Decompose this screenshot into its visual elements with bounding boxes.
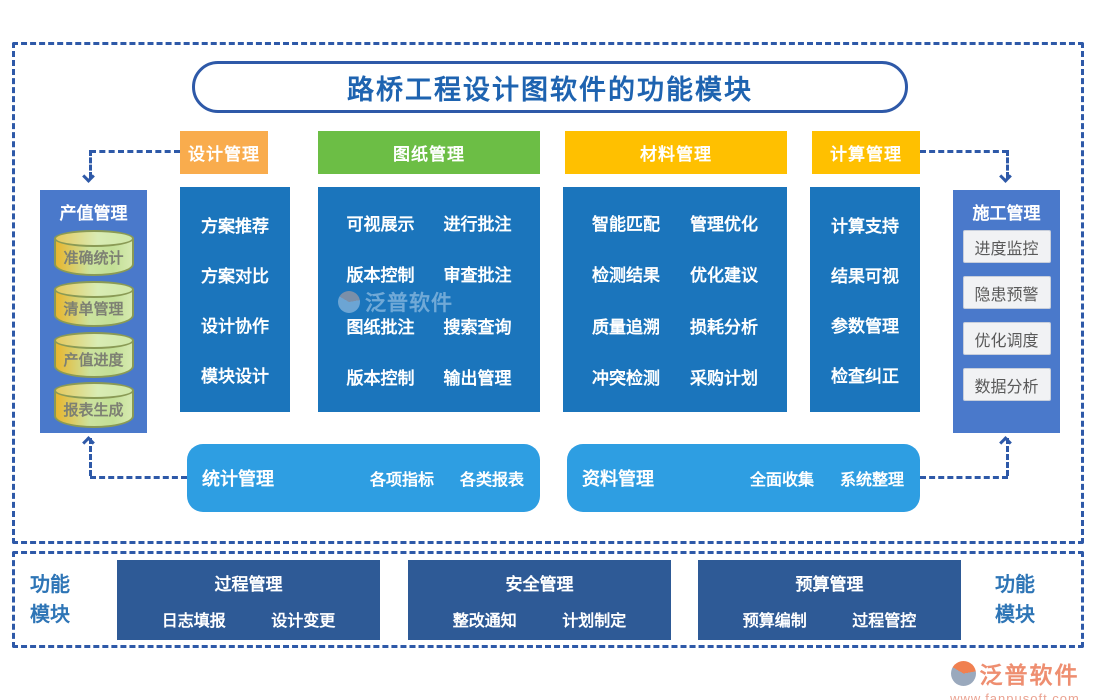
bar-item: 系统整理 (839, 472, 904, 489)
bottom-module-title: 安全管理 (505, 575, 574, 594)
vendor-url: www.fanpusoft.com (950, 691, 1080, 700)
dashed-connector (1006, 438, 1009, 476)
bar-title: 统计管理 (202, 469, 274, 489)
column-calculation-management: 计算支持 结果可视 参数管理 检查纠正 (810, 187, 920, 412)
side-label-function-modules: 功能 模块 (30, 574, 70, 626)
module-item: 损耗分析 (690, 317, 758, 337)
module-item: 冲突检测 (592, 368, 660, 388)
module-item: 版本控制 (346, 368, 415, 388)
column-design-management: 方案推荐 方案对比 设计协作 模块设计 (180, 187, 290, 412)
dashed-connector (89, 438, 92, 476)
vendor-logo: 泛普软件 www.fanpusoft.com (940, 656, 1090, 700)
dashed-connector (1006, 150, 1009, 178)
column-drawing-management: 可视展示 进行批注 版本控制 审查批注 图纸批注 搜索查询 版本控制 输出管理 (318, 187, 540, 412)
side-label-function-modules: 功能 模块 (995, 574, 1035, 626)
bar-title: 资料管理 (582, 469, 654, 489)
panel-construction-management: 施工管理 进度监控 隐患预警 优化调度 数据分析 (953, 190, 1060, 433)
panel-output-value-management: 产值管理 准确统计 清单管理 产值进度 报表生成 (40, 190, 147, 433)
module-item: 方案推荐 (201, 216, 269, 236)
cylinder-label: 报表生成 (63, 402, 124, 420)
panel-title: 施工管理 (972, 204, 1041, 223)
bar-item: 各项指标 (369, 472, 434, 489)
module-item: 结果可视 (831, 266, 899, 286)
module-item: 图纸批注 (346, 317, 415, 337)
main-dashed-frame (12, 42, 1084, 544)
bottom-module-budget-management: 预算管理 预算编制 过程管控 (698, 560, 961, 640)
database-cylinder: 准确统计 (53, 230, 134, 276)
dashed-connector (90, 150, 180, 153)
module-item: 搜索查询 (443, 317, 512, 337)
bottom-module-title: 过程管理 (214, 575, 283, 594)
header-calculation-management: 计算管理 (812, 131, 920, 174)
diagram-title-box: 路桥工程设计图软件的功能模块 (192, 61, 908, 113)
module-item: 质量追溯 (592, 317, 660, 337)
bottom-module-item: 日志填报 (161, 613, 226, 630)
bottom-module-process-management: 过程管理 日志填报 设计变更 (117, 560, 380, 640)
module-item: 方案对比 (201, 266, 269, 286)
module-item: 模块设计 (201, 367, 269, 387)
module-item: 计算支持 (831, 216, 899, 236)
module-item: 可视展示 (346, 215, 415, 235)
header-drawing-management: 图纸管理 (318, 131, 540, 174)
bottom-module-item: 预算编制 (742, 613, 807, 630)
cylinder-top (53, 280, 134, 298)
module-item: 输出管理 (443, 368, 512, 388)
dashed-connector (920, 476, 1008, 479)
module-item: 采购计划 (690, 368, 758, 388)
panel-button: 优化调度 (962, 322, 1051, 355)
cylinder-label: 产值进度 (63, 351, 124, 369)
bottom-module-item: 过程管控 (852, 613, 917, 630)
cylinder-top (53, 331, 134, 349)
panel-button: 进度监控 (962, 230, 1051, 263)
module-item: 设计协作 (201, 317, 269, 337)
module-item: 智能匹配 (592, 215, 660, 235)
cylinder-top (53, 382, 134, 400)
dashed-connector (90, 476, 187, 479)
dashed-connector (89, 150, 92, 178)
module-item: 管理优化 (690, 215, 758, 235)
diagram-title: 路桥工程设计图软件的功能模块 (347, 74, 753, 105)
bottom-module-item: 整改通知 (452, 613, 517, 630)
vendor-name: 泛普软件 (979, 662, 1080, 688)
lower-dashed-frame (12, 551, 1084, 648)
header-material-management: 材料管理 (565, 131, 787, 174)
module-item: 检测结果 (592, 266, 660, 286)
module-item: 检查纠正 (831, 367, 899, 387)
bottom-module-safety-management: 安全管理 整改通知 计划制定 (408, 560, 671, 640)
module-item: 参数管理 (831, 317, 899, 337)
database-cylinder: 报表生成 (53, 382, 134, 429)
module-item: 优化建议 (690, 266, 758, 286)
cylinder-label: 清单管理 (63, 300, 124, 318)
cylinder-label: 准确统计 (63, 250, 124, 267)
database-cylinder: 清单管理 (53, 280, 134, 327)
database-cylinder: 产值进度 (53, 331, 134, 378)
bar-document-management: 资料管理 全面收集 系统整理 (567, 444, 920, 512)
bottom-module-item: 设计变更 (271, 613, 336, 630)
module-item: 版本控制 (346, 266, 415, 286)
dashed-connector (920, 150, 1008, 153)
panel-title: 产值管理 (59, 204, 128, 223)
column-material-management: 智能匹配 管理优化 检测结果 优化建议 质量追溯 损耗分析 冲突检测 采购计划 (563, 187, 787, 412)
vendor-logo-icon (950, 660, 976, 686)
bar-item: 各类报表 (459, 472, 524, 489)
bottom-module-title: 预算管理 (795, 575, 864, 594)
bar-statistics-management: 统计管理 各项指标 各类报表 (187, 444, 540, 512)
bottom-module-item: 计划制定 (562, 613, 627, 630)
cylinder-top (53, 230, 134, 247)
module-item: 进行批注 (443, 215, 512, 235)
panel-button: 数据分析 (962, 368, 1051, 401)
panel-button: 隐患预警 (962, 276, 1051, 309)
header-design-management: 设计管理 (180, 131, 268, 174)
module-item: 审查批注 (443, 266, 512, 286)
bar-item: 全面收集 (749, 472, 814, 489)
